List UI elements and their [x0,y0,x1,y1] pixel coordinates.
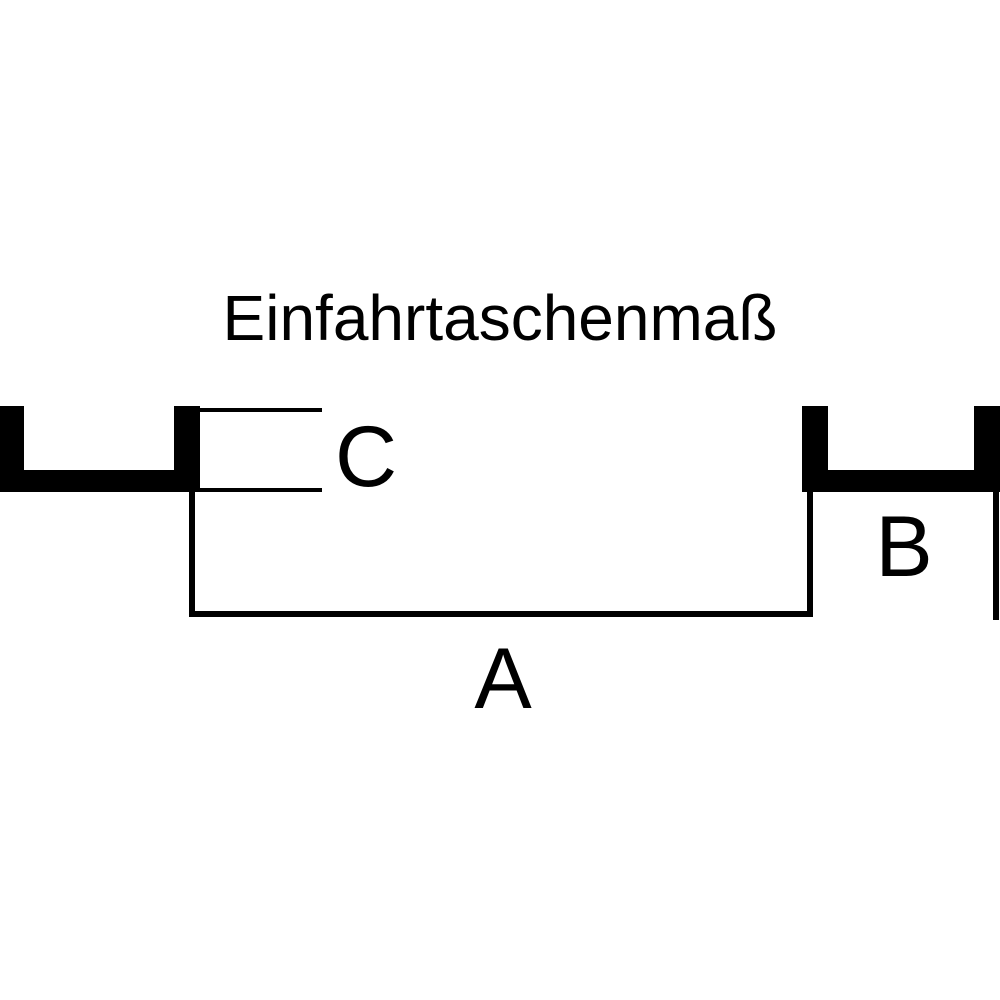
left-profile-web [0,470,200,492]
dimension-c [188,408,322,492]
left-profile [0,406,200,492]
right-profile-outer-flange [974,406,1000,492]
dimension-a-bracket [189,490,813,617]
right-profile-web [802,470,1000,492]
dimension-b-label: B [875,499,932,595]
diagram-title: Einfahrtaschenmaß [223,282,778,354]
left-profile-inner-flange [174,406,200,492]
dimension-c-label: C [335,409,397,505]
right-profile [802,406,1000,492]
dimension-a-label: A [474,631,532,727]
